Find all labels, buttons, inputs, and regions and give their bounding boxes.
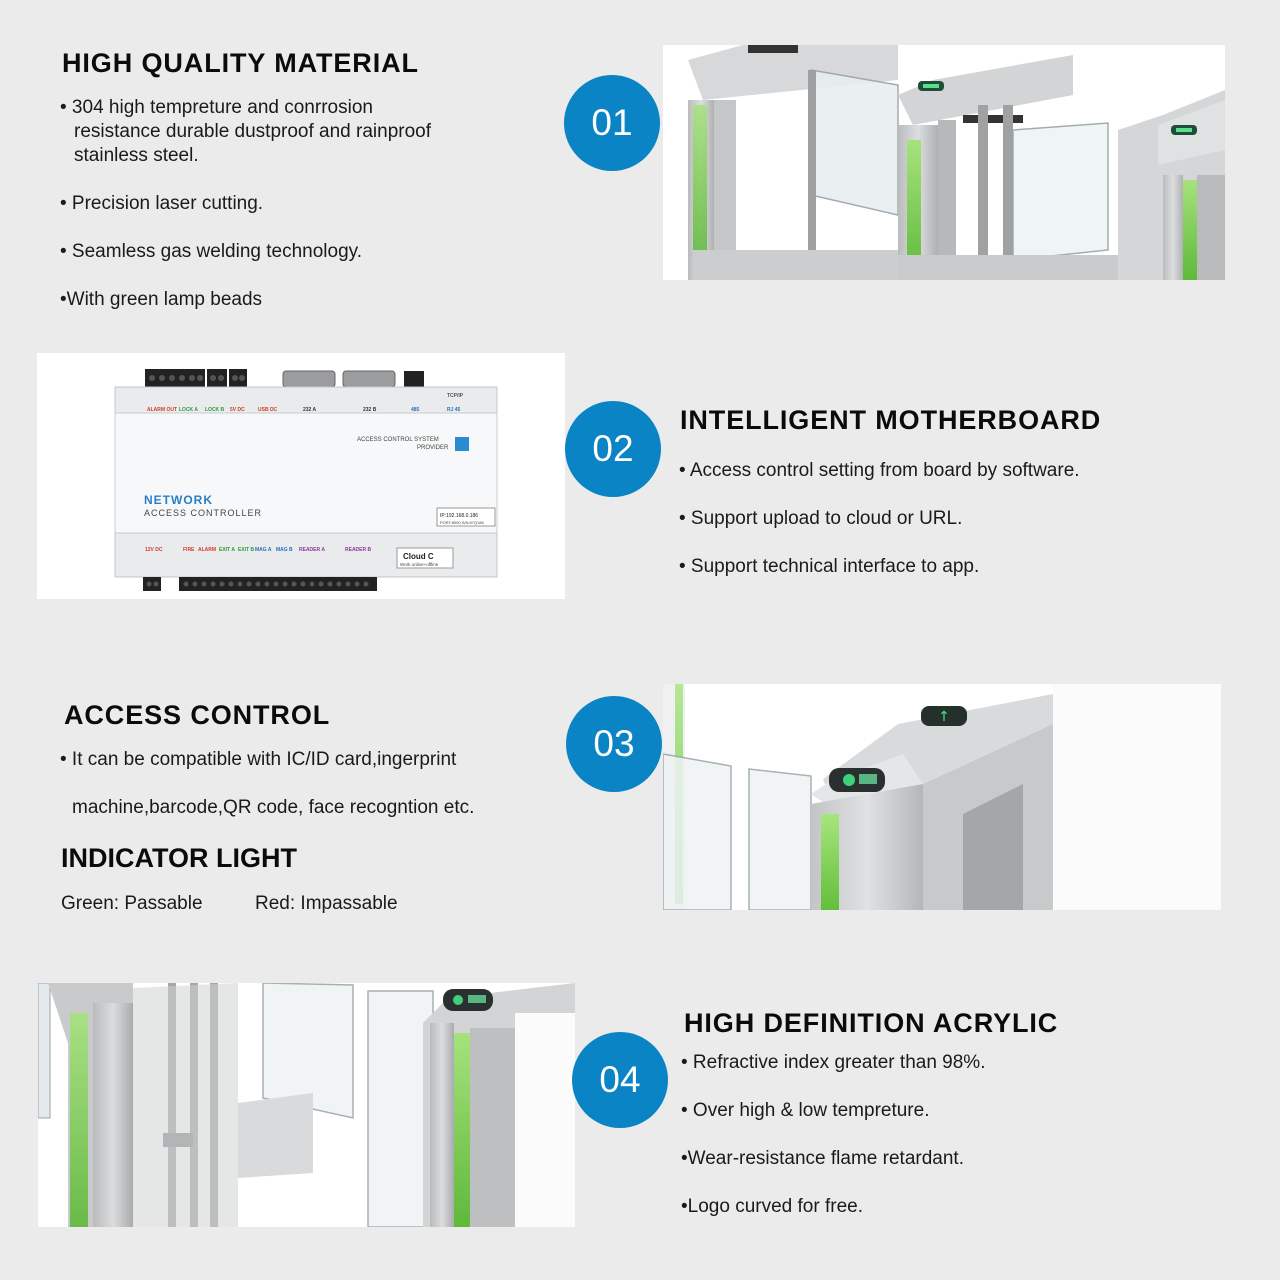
section-01-bullet-1-cont: resistance durable dustproof and rainpro… — [74, 121, 432, 142]
board-port-label: PORT:8000 S/N:87Q186 — [440, 520, 485, 525]
board-cloud-label: Cloud C — [403, 552, 434, 561]
board-label-232b: 232 B — [363, 407, 377, 413]
section-04-bullet-1: • Refractive index greater than 98%. — [681, 1052, 986, 1073]
turnstile-photo-3: ↑ — [663, 684, 1221, 910]
section-01-bullet-1: • 304 high tempreture and conrrosion — [60, 97, 373, 118]
indicator-light-title: INDICATOR LIGHT — [61, 843, 297, 873]
section-03-title: ACCESS CONTROL — [64, 700, 331, 730]
section-03-bullet-1: • It can be compatible with IC/ID card,i… — [60, 749, 457, 770]
section-01-bullet-3: • Seamless gas welding technology. — [60, 241, 363, 262]
section-01-bullet-4: •With green lamp beads — [60, 289, 263, 310]
section-01-bullet-2: • Precision laser cutting. — [60, 193, 264, 214]
board-brand-line2: ACCESS CONTROLLER — [144, 508, 262, 518]
svg-text:↑: ↑ — [938, 709, 950, 725]
board-label-232a: 232 A — [303, 407, 317, 413]
section-04-title: HIGH DEFINITION ACRYLIC — [684, 1008, 1059, 1038]
board-label-mag-a: MAG A — [255, 547, 272, 553]
board-label-5vdc: 5V DC — [230, 407, 245, 413]
board-label-fire: FIRE — [183, 547, 195, 553]
board-provider-line1: ACCESS CONTROL SYSTEM — [357, 437, 439, 443]
section-03-number-badge: 03 — [566, 696, 662, 792]
board-label-tcpip: TCP/IP — [447, 393, 464, 399]
board-label-alarm-out: ALARM OUT — [147, 407, 177, 413]
board-brand-line1: NETWORK — [144, 493, 213, 507]
section-04-bullet-4: •Logo curved for free. — [681, 1196, 863, 1217]
section-01-number-badge: 01 — [564, 75, 660, 171]
board-label-alarm: ALARM — [198, 547, 216, 553]
board-cloud-sub: Work online+offline — [400, 562, 439, 567]
indicator-green-label: Green: Passable — [61, 893, 203, 914]
access-controller-board-photo: ALARM OUT LOCK A LOCK B 5V DC USB DC 232… — [37, 353, 565, 599]
section-03-bullet-1-cont: machine,barcode,QR code, face recogntion… — [72, 797, 475, 818]
board-label-lock-b: LOCK B — [205, 407, 225, 413]
board-label-usb-dc: USB DC — [258, 407, 278, 413]
section-04-number-badge: 04 — [572, 1032, 668, 1128]
section-01-title: HIGH QUALITY MATERIAL — [62, 48, 419, 78]
section-02-bullet-3: • Support technical interface to app. — [679, 556, 980, 577]
board-label-485: 485 — [411, 407, 420, 413]
board-provider-line2: PROVIDER — [417, 445, 449, 451]
section-01-bullet-1-cont2: stainless steel. — [74, 145, 199, 166]
section-04-bullet-2: • Over high & low tempreture. — [681, 1100, 930, 1121]
section-02-title: INTELLIGENT MOTHERBOARD — [680, 405, 1102, 435]
section-02-bullet-2: • Support upload to cloud or URL. — [679, 508, 963, 529]
board-label-mag-b: MAG B — [276, 547, 293, 553]
section-02-number-badge: 02 — [565, 401, 661, 497]
turnstile-photo-4 — [38, 983, 575, 1227]
board-label-12vdc: 12V DC — [145, 547, 163, 553]
board-label-reader-b: READER B — [345, 547, 372, 553]
board-label-reader-a: READER A — [299, 547, 325, 553]
indicator-red-label: Red: Impassable — [255, 893, 398, 914]
turnstile-photo-1 — [663, 45, 1225, 280]
board-ip-label: IP:192.168.0.186 — [440, 513, 478, 519]
board-label-exit-a: EXIT A — [219, 547, 235, 553]
section-02-bullet-1: • Access control setting from board by s… — [679, 460, 1080, 481]
board-label-lock-a: LOCK A — [179, 407, 198, 413]
board-label-exit-b: EXIT B — [238, 547, 255, 553]
section-04-bullet-3: •Wear-resistance flame retardant. — [681, 1148, 964, 1169]
board-label-rj45: RJ 45 — [447, 407, 461, 413]
